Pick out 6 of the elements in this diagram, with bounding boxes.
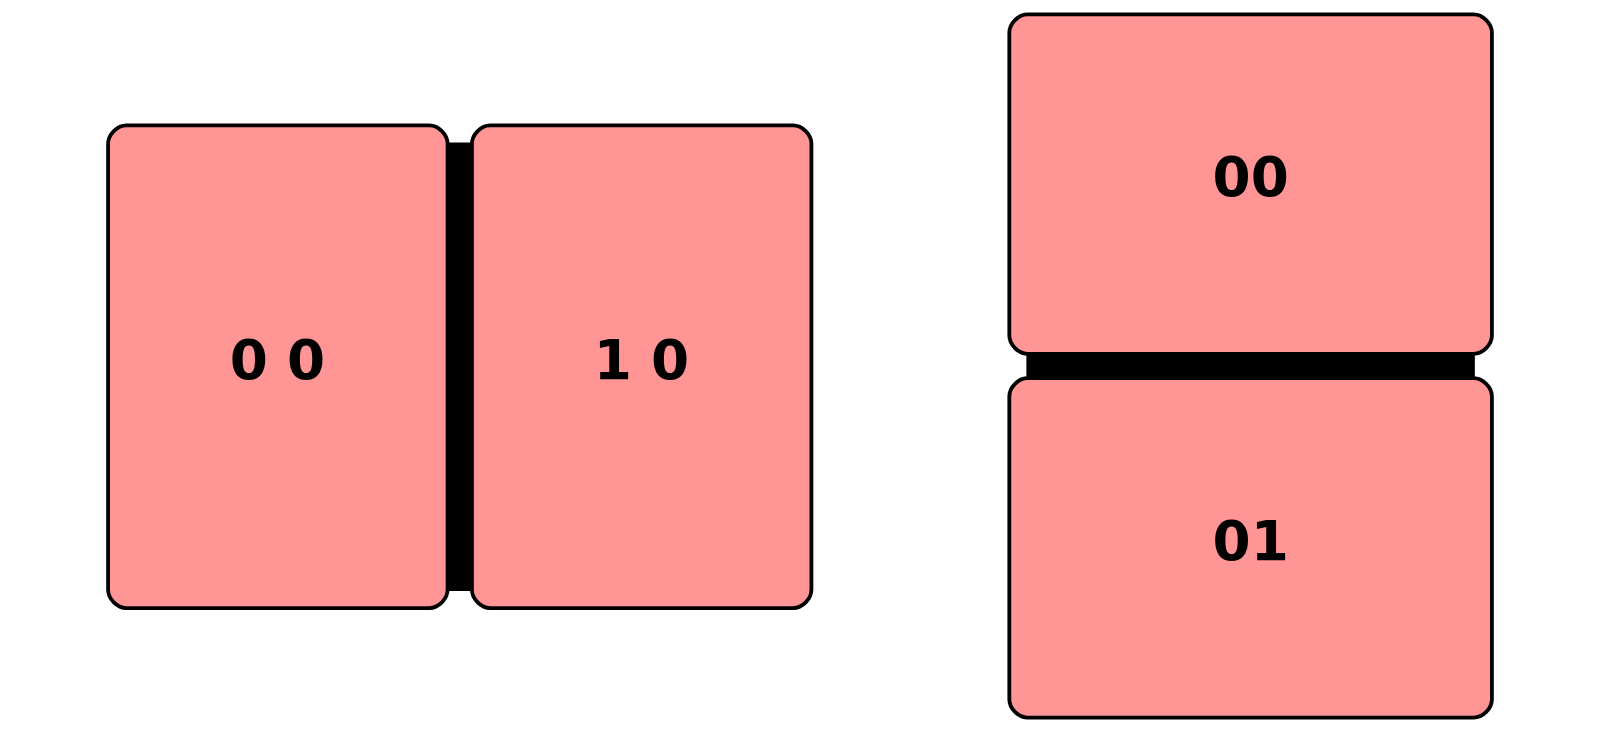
connector xyxy=(447,142,472,591)
node-box: 1 0 xyxy=(470,123,814,610)
connector xyxy=(1026,353,1475,379)
node-box: 01 xyxy=(1007,376,1494,720)
node-box: 0 0 xyxy=(106,123,450,610)
node-box: 00 xyxy=(1007,12,1494,356)
